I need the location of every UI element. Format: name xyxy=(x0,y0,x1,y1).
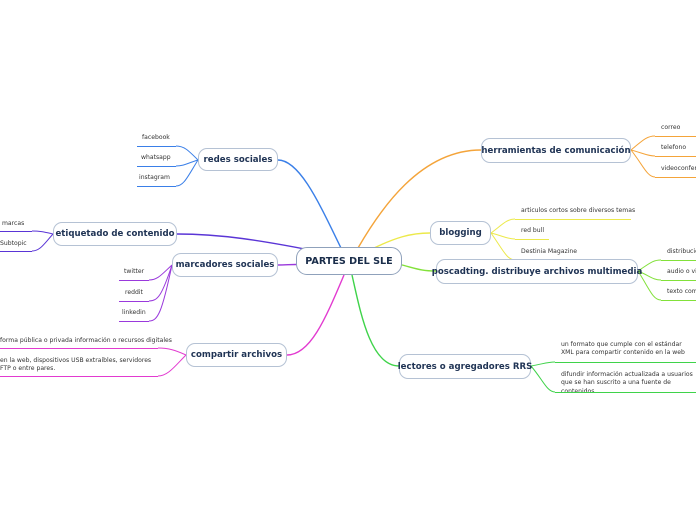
leaf-connector xyxy=(31,233,54,252)
leaf-connector xyxy=(148,264,173,302)
leaf-facebook: facebook xyxy=(142,134,170,141)
leaf-connector xyxy=(148,264,173,281)
leaf-underline xyxy=(0,251,32,253)
leaf-underline xyxy=(119,301,149,303)
leaf-distribucion: distribución xyxy=(667,248,696,255)
leaf-difundir: difundir información actualizada a usuar… xyxy=(561,371,693,395)
leaf-underline xyxy=(661,300,696,302)
leaf-audio-video: audio o video xyxy=(667,268,696,275)
branch-label: compartir archivos xyxy=(190,350,283,360)
leaf-underline xyxy=(655,156,696,158)
leaf-underline xyxy=(661,260,696,262)
leaf-correo: correo xyxy=(661,124,681,131)
leaf-connector xyxy=(630,149,656,157)
leaf-red-bull: red bull xyxy=(521,227,545,234)
leaf-underline xyxy=(515,239,549,241)
branch-label: marcadores sociales xyxy=(175,260,275,270)
leaf-underline xyxy=(655,136,696,138)
branch-herramientas[interactable]: herramientas de comunicación xyxy=(481,138,631,163)
branch-label: herramientas de comunicación xyxy=(481,145,631,156)
leaf-underline xyxy=(555,362,696,364)
leaf-connector xyxy=(637,270,662,301)
leaf-underline xyxy=(119,321,149,323)
leaf-underline xyxy=(655,177,696,179)
branch-podcasting[interactable]: poscadting. distribuye archivos multimed… xyxy=(432,259,642,284)
leaf-underline xyxy=(515,219,631,221)
leaf-instagram: instagram xyxy=(139,174,170,181)
central-topic-label: PARTES DEL SLE xyxy=(305,255,393,267)
branch-etiquetado[interactable]: etiquetado de contenido xyxy=(53,222,177,246)
leaf-underline xyxy=(661,280,696,282)
leaf-underline xyxy=(0,231,32,233)
leaf-connector xyxy=(148,264,173,322)
leaf-texto-como: texto como xyxy=(667,288,696,295)
leaf-linkedin: linkedin xyxy=(122,309,146,316)
branch-blogging[interactable]: blogging xyxy=(430,221,491,245)
leaf-videoconferencia: videoconferencia xyxy=(661,165,696,172)
leaf-forma-publica: forma pública o privada información o re… xyxy=(0,337,172,344)
branch-connector-podcasting xyxy=(397,263,437,272)
leaf-connector xyxy=(175,145,199,161)
branch-label: lectores o agregadores RRS xyxy=(397,361,533,372)
leaf-underline xyxy=(0,376,158,378)
leaf-underline xyxy=(555,392,696,394)
branch-marcadores[interactable]: marcadores sociales xyxy=(172,253,278,277)
branch-redes[interactable]: redes sociales xyxy=(198,148,278,171)
leaf-subtopic: Subtopic xyxy=(0,240,27,247)
leaf-articulos: articulos cortos sobre diversos temas xyxy=(521,207,636,214)
leaf-connector xyxy=(630,135,656,151)
leaf-underline xyxy=(0,348,158,350)
leaf-connector xyxy=(157,354,187,377)
leaf-destinia: Destinia Magazine xyxy=(521,248,578,255)
branch-label: etiquetado de contenido xyxy=(55,229,175,239)
leaf-underline xyxy=(137,166,176,168)
central-topic[interactable]: PARTES DEL SLE xyxy=(296,247,402,275)
leaf-connector xyxy=(637,270,662,281)
leaf-connector xyxy=(175,159,199,167)
branch-connector-blogging xyxy=(373,232,431,249)
leaf-whatsapp: whatsapp xyxy=(141,154,171,161)
leaf-connector xyxy=(637,259,662,272)
branch-label: redes sociales xyxy=(203,154,273,165)
branch-connector-herramientas xyxy=(357,149,482,249)
branch-compartir[interactable]: compartir archivos xyxy=(186,343,287,367)
leaf-en-la-web: en la web, dispositivos USB extraíbles, … xyxy=(0,357,152,373)
leaf-formato-xml: un formato que cumple con el estándar XM… xyxy=(561,341,685,357)
leaf-telefono: telefono xyxy=(661,144,687,151)
leaf-connector xyxy=(490,232,516,240)
branch-label: poscadting. distribuye archivos multimed… xyxy=(431,266,643,277)
leaf-marcas: marcas xyxy=(2,220,25,227)
leaf-connector xyxy=(490,218,516,234)
leaf-reddit: reddit xyxy=(125,289,143,296)
leaf-connector xyxy=(530,361,556,367)
leaf-connector xyxy=(530,365,556,393)
branch-connector-compartir xyxy=(286,274,345,356)
branch-lectores[interactable]: lectores o agregadores RRS xyxy=(397,354,533,379)
leaf-underline xyxy=(119,280,149,282)
branch-connector-redes xyxy=(277,159,342,249)
leaf-underline xyxy=(137,146,176,148)
branch-label: blogging xyxy=(439,228,482,238)
leaf-twitter: twitter xyxy=(124,268,145,275)
branch-connector-lectores xyxy=(351,274,400,367)
leaf-connector xyxy=(175,159,199,187)
leaf-underline xyxy=(137,186,176,188)
leaf-connector xyxy=(31,230,54,235)
leaf-connector xyxy=(157,347,187,356)
leaf-connector xyxy=(630,149,656,178)
